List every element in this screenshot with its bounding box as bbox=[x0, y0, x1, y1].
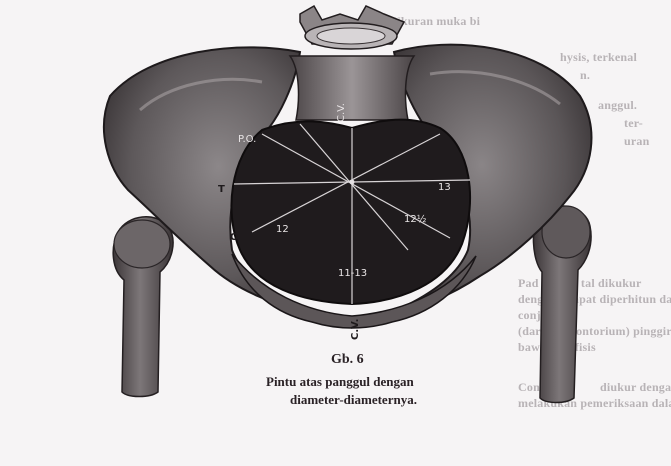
label-po: P.O. bbox=[238, 134, 256, 145]
label-cv-bottom: C.V. bbox=[350, 319, 361, 340]
label-12-half: 12½ bbox=[404, 213, 427, 225]
sacrum-and-vertebra bbox=[290, 6, 414, 120]
label-o: O bbox=[230, 232, 239, 243]
label-t: T bbox=[218, 184, 225, 195]
label-12: 12 bbox=[276, 224, 289, 235]
figure-caption-line-1: Pintu atas panggul dengan bbox=[266, 374, 414, 390]
figure-caption-line-2: diameter-diameternya. bbox=[290, 392, 417, 408]
label-13: 13 bbox=[438, 182, 451, 193]
left-femur bbox=[113, 217, 173, 397]
label-11-13: 11-13 bbox=[338, 268, 367, 279]
figure-number: Gb. 6 bbox=[331, 352, 364, 368]
label-cv-top: C.V. bbox=[336, 103, 347, 122]
right-femur bbox=[533, 206, 591, 403]
center-point bbox=[350, 180, 355, 185]
